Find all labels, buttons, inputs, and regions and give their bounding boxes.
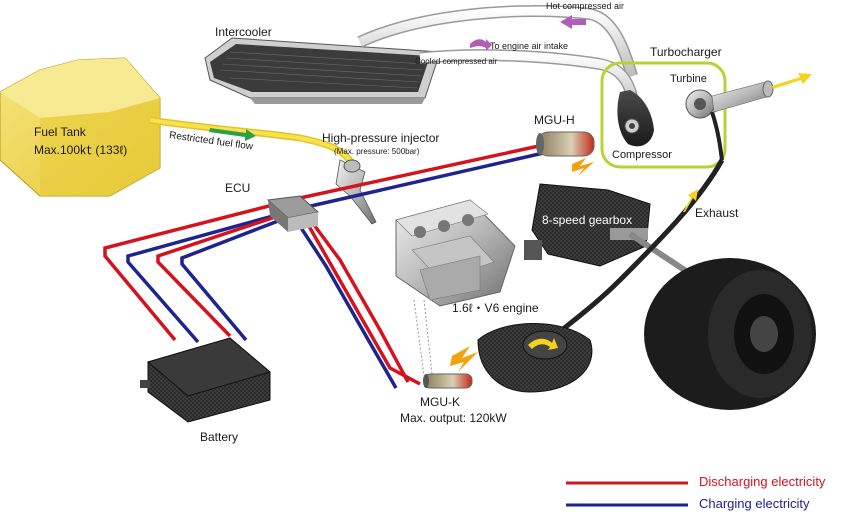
label-cooled-compressed-air: Cooled compressed air xyxy=(415,57,498,66)
mgu-k-spark xyxy=(450,346,478,372)
label-compressor: Compressor xyxy=(612,149,672,161)
mgu-h-unit xyxy=(536,131,595,157)
fuel-flow-arrow xyxy=(209,128,256,141)
wiring-discharging xyxy=(103,142,549,383)
label-injector-pressure: (Max. pressure: 500bar) xyxy=(334,147,420,156)
mgu-k-guide xyxy=(413,299,433,377)
label-engine: 1.6ℓ・V6 engine xyxy=(452,301,539,315)
label-exhaust: Exhaust xyxy=(695,206,739,220)
injector xyxy=(335,159,377,225)
label-mgu-h: MGU-H xyxy=(534,113,575,127)
label-ecu: ECU xyxy=(225,181,251,195)
wiring-charging-2 xyxy=(180,216,287,342)
battery-pack xyxy=(140,337,272,423)
label-battery: Battery xyxy=(200,430,239,444)
air-pipes xyxy=(357,5,640,111)
wheel xyxy=(644,258,816,410)
label-gearbox: 8-speed gearbox xyxy=(542,213,633,227)
ecu-box xyxy=(266,195,320,232)
legend-charging-label: Charging electricity xyxy=(699,496,810,511)
intercooler xyxy=(204,37,441,104)
mgu-h-spark xyxy=(572,158,594,176)
label-engine-air-intake: To engine air intake xyxy=(490,41,569,51)
label-hot-compressed-air: Hot compressed air xyxy=(546,1,625,11)
exhaust-outlet-arrow xyxy=(772,73,812,89)
label-turbine: Turbine xyxy=(670,73,707,85)
label-mgu-k-output: Max. output: 120kW xyxy=(400,411,507,425)
label-turbocharger: Turbocharger xyxy=(650,45,722,59)
compressor-unit xyxy=(617,90,654,147)
label-injector: High-pressure injector xyxy=(322,131,440,145)
label-mgu-k: MGU-K xyxy=(420,395,460,409)
turbine-unit xyxy=(685,80,774,161)
fuel-line-inner xyxy=(149,118,357,170)
engine-block xyxy=(395,199,516,307)
fuel-tank xyxy=(0,57,161,197)
airflow-arrows xyxy=(470,15,586,51)
label-fuel-capacity: Max.100㏏ (133ℓ) xyxy=(34,143,128,157)
label-fuel-tank: Fuel Tank xyxy=(34,125,86,139)
wiring-charging xyxy=(126,150,549,389)
legend-discharging-label: Discharging electricity xyxy=(699,474,826,489)
mgu-k-drive xyxy=(477,323,593,393)
turbocharger-highlight xyxy=(600,61,727,169)
mgu-k-unit xyxy=(423,373,473,389)
exhaust-pipe xyxy=(546,158,725,344)
wiring-discharging-2 xyxy=(156,210,421,386)
label-intercooler: Intercooler xyxy=(215,25,272,39)
